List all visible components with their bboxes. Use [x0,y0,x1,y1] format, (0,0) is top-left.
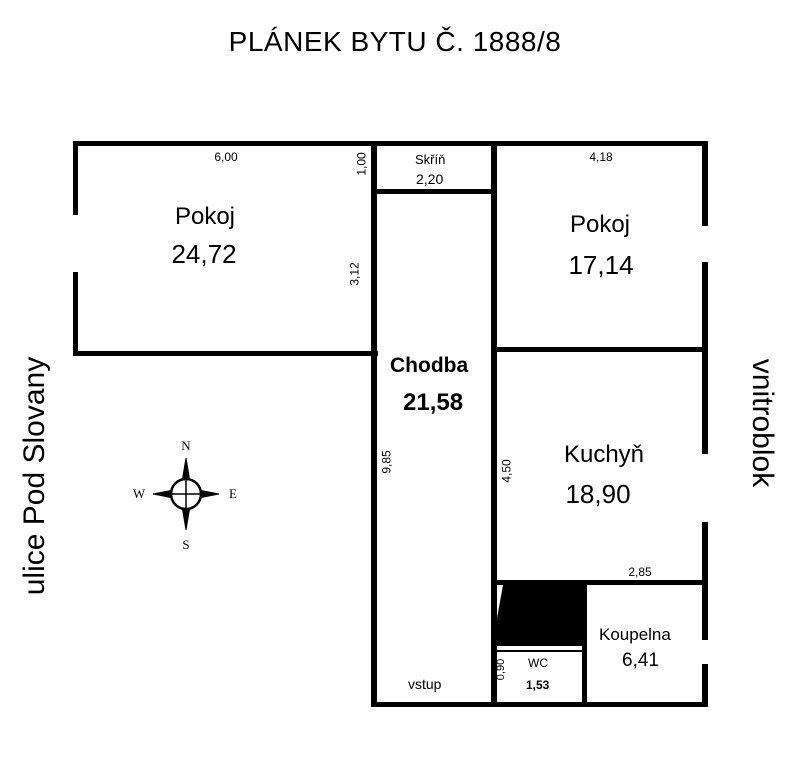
dim-pokoj-right-width: 4,18 [589,150,613,164]
plan-title: PLÁNEK BYTU Č. 1888/8 [228,26,562,57]
room-name-kuchyn: Kuchyň [563,441,645,468]
dim-wc-depth: 0,90 [495,658,508,681]
compass-south-label: S [182,537,190,552]
dim-pokoj-left-width: 6,00 [214,150,238,164]
room-name-wc: WC [528,656,548,670]
wall-right-bottom [702,664,708,707]
dim-skrin-depth: 1,00 [354,152,369,176]
room-name-chodba: Chodba [390,354,469,377]
street-left-label: ulice Pod Slovany [18,356,51,596]
room-name-koupelna: Koupelna [599,625,671,644]
dim-chodba-length: 9,85 [379,450,394,474]
room-area-skrin: 2,20 [416,171,444,187]
wall-top [73,141,708,146]
room-area-wc: 1,53 [526,678,550,692]
room-name-skrin: Skříň [415,152,446,167]
shaft-block [492,585,582,646]
room-name-pokoj-left: Pokoj [174,203,236,230]
dim-kuchyn-depth: 4,50 [499,459,514,483]
wall-chodba-left [371,141,377,707]
compass-north-label: N [181,438,191,453]
walls [73,141,708,707]
room-area-pokoj-right: 17,14 [568,250,634,280]
wall-right-mid [702,262,708,454]
compass-east-label: E [229,486,237,501]
wall-bottom [371,702,708,707]
dim-pokoj-left-depth: 3,12 [347,262,362,286]
room-area-chodba: 21,58 [403,389,464,416]
compass-rose [152,457,220,531]
street-right-label: vnitroblok [746,358,779,488]
room-name-pokoj-right: Pokoj [569,211,631,238]
wall-kuchyn-bottom [497,580,708,585]
wall-left-upper [73,141,78,215]
room-area-pokoj-left: 24,72 [171,239,237,269]
wall-left-lower [73,272,78,356]
wall-koupelna-left [582,580,587,707]
entrance-label: vstup [408,676,442,692]
room-area-kuchyn: 18,90 [565,479,631,509]
wall-skrin-bottom [371,189,496,194]
wall-chodba-right [491,141,497,707]
wall-pokoj-kuchyn [491,347,705,352]
compass-west-label: W [132,486,146,501]
room-area-koupelna: 6,41 [622,650,659,671]
wall-right-top [702,141,708,226]
wall-left-room-bottom [73,351,378,356]
dim-koupelna-width: 2,85 [628,565,652,579]
